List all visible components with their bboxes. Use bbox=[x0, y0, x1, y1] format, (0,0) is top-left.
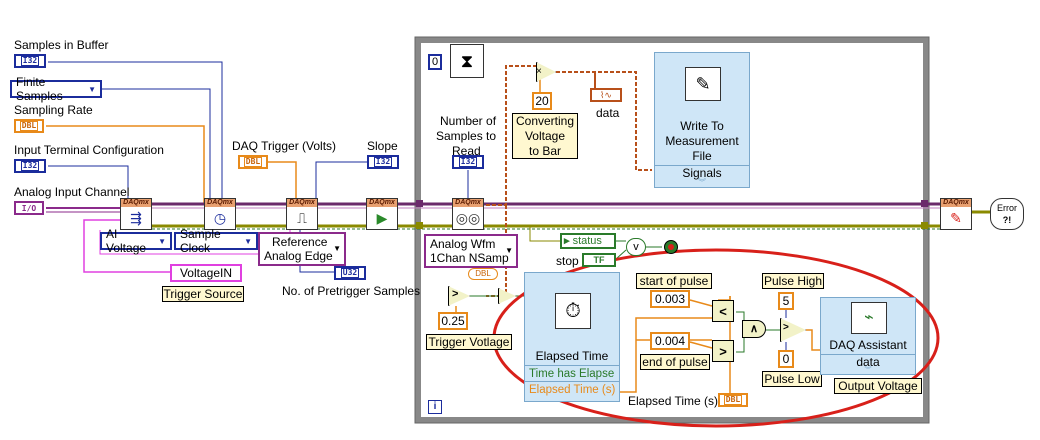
dropdown-arrow-icon: ▼ bbox=[88, 84, 96, 94]
slope-indicator[interactable]: I32 bbox=[367, 155, 399, 169]
stop-terminal-icon[interactable] bbox=[664, 240, 678, 254]
trigger-voltage-constant[interactable]: 0.25 bbox=[438, 312, 468, 330]
daq-data-terminal[interactable]: data bbox=[821, 354, 915, 369]
clock-icon: ◷ bbox=[213, 210, 227, 226]
output-voltage-label: Output Voltage bbox=[834, 378, 922, 394]
slope-label: Slope bbox=[367, 139, 398, 153]
select-icon: > bbox=[783, 322, 789, 333]
finite-samples-ring[interactable]: Finite Samples▼ bbox=[10, 75, 102, 103]
daqmx-clear-task-vi[interactable]: DAQmx ✎ bbox=[940, 198, 972, 230]
pulse-high-constant[interactable]: 5 bbox=[778, 292, 794, 310]
number-of-samples-label-2: Samples to bbox=[436, 129, 497, 143]
input-terminal-configuration-control[interactable]: I32 bbox=[14, 159, 46, 173]
stop-label: stop bbox=[556, 254, 579, 268]
samples-in-buffer-label: Samples in Buffer bbox=[14, 38, 109, 52]
pulse-low-label: Pulse Low bbox=[762, 371, 822, 387]
converting-voltage-comment: Converting Voltage to Bar bbox=[512, 113, 578, 159]
dropdown-arrow-icon: ▼ bbox=[333, 244, 341, 253]
greater-than-node-2[interactable]: > bbox=[712, 340, 734, 362]
daqmx-create-channel-vi[interactable]: DAQmx ⇶ bbox=[120, 198, 152, 230]
write-file-icon: ✎ bbox=[685, 67, 721, 101]
while-loop-frame bbox=[415, 37, 929, 423]
elapsed-time-indicator-label: Elapsed Time (s) bbox=[628, 394, 719, 408]
status-unbundle[interactable]: ▸ status bbox=[560, 233, 616, 249]
trigger-source-constant[interactable]: VoltageIN bbox=[170, 264, 242, 282]
pulse-high-label: Pulse High bbox=[762, 273, 824, 289]
pulse-low-constant[interactable]: 0 bbox=[778, 350, 794, 368]
dropdown-arrow-icon: ▼ bbox=[244, 236, 252, 246]
less-than-node[interactable]: < bbox=[712, 300, 734, 322]
expand-chevron-icon: ︾ bbox=[864, 367, 872, 374]
number-of-samples-label-3: Read bbox=[452, 144, 481, 158]
daq-assistant-vi[interactable]: ⌁ DAQ Assistant data ︾ bbox=[820, 297, 916, 375]
daq-assistant-icon: ⌁ bbox=[851, 302, 887, 334]
error-query-icon: ?! bbox=[1002, 215, 1012, 225]
sampling-rate-control[interactable]: DBL bbox=[14, 119, 44, 133]
wire-slope bbox=[315, 161, 370, 200]
sample-clock-selector[interactable]: Sample Clock▼ bbox=[174, 227, 258, 255]
samples-in-buffer-control[interactable]: I32 bbox=[14, 54, 46, 68]
stop-button-control[interactable]: TF bbox=[582, 253, 616, 267]
wire-sampling-rate bbox=[46, 125, 205, 205]
elapsed-time-vi[interactable]: ⏱ Elapsed Time Time has Elapse Elapsed T… bbox=[524, 272, 620, 402]
elapsed-time-s-terminal[interactable]: Elapsed Time (s) bbox=[525, 381, 619, 397]
expand-chevron-icon: ︾ bbox=[698, 178, 706, 187]
wire-input-terminal bbox=[48, 165, 129, 200]
number-of-samples-control[interactable]: I32 bbox=[452, 155, 484, 169]
data-waveform-indicator[interactable]: ⌇∿ bbox=[590, 88, 622, 102]
dropdown-arrow-icon: ▼ bbox=[158, 236, 166, 246]
loop-iteration-indicator: 0 bbox=[428, 54, 442, 70]
eraser-icon: ✎ bbox=[950, 210, 962, 226]
wire-finite-samples bbox=[102, 88, 211, 200]
elapsed-time-indicator[interactable]: DBL bbox=[718, 393, 748, 407]
wire-waveform bbox=[480, 65, 540, 206]
simple-error-handler-vi[interactable]: Error ?! bbox=[990, 198, 1024, 230]
end-of-pulse-label: end of pulse bbox=[640, 354, 710, 370]
loop-iteration-terminal: i bbox=[428, 400, 442, 414]
trigger-voltage-label: Trigger Votlage bbox=[426, 334, 512, 350]
greater-than-icon: > bbox=[452, 288, 459, 300]
read-glasses-icon: ◎◎ bbox=[455, 210, 481, 226]
wire-daq-trigger bbox=[268, 161, 297, 205]
analog-input-channel-label: Analog Input Channel bbox=[14, 185, 130, 199]
stopwatch-icon: ⏱ bbox=[555, 293, 591, 329]
daq-trigger-label: DAQ Trigger (Volts) bbox=[232, 139, 337, 153]
ai-voltage-selector[interactable]: AI Voltage▼ bbox=[100, 227, 172, 255]
and-node[interactable]: ∧ bbox=[742, 320, 766, 338]
sampling-rate-label: Sampling Rate bbox=[14, 103, 93, 117]
start-of-pulse-label: start of pulse bbox=[636, 273, 712, 289]
play-icon: ▶ bbox=[376, 210, 388, 226]
wait-timer-icon[interactable]: ⧗ bbox=[450, 44, 484, 78]
end-of-pulse-constant[interactable]: 0.004 bbox=[650, 332, 690, 350]
number-of-samples-label-1: Number of bbox=[440, 114, 497, 128]
wire-trigger-source bbox=[83, 219, 170, 273]
wire-samples-in-buffer bbox=[48, 61, 223, 200]
analog-input-channel-control[interactable]: I/O bbox=[14, 201, 44, 215]
daqmx-start-task-vi[interactable]: DAQmx ▶ bbox=[366, 198, 398, 230]
channel-icon: ⇶ bbox=[130, 210, 142, 226]
daqmx-timing-vi[interactable]: DAQmx ◷ bbox=[204, 198, 236, 230]
start-of-pulse-constant[interactable]: 0.003 bbox=[650, 290, 690, 308]
data-label: data bbox=[596, 106, 620, 120]
signals-terminal[interactable]: Signals bbox=[655, 165, 749, 180]
pretrigger-samples-control[interactable]: U32 bbox=[334, 266, 366, 280]
multiplier-constant[interactable]: 20 bbox=[532, 92, 552, 110]
or-node[interactable]: v bbox=[626, 238, 646, 256]
trigger-source-label: Trigger Source bbox=[162, 286, 244, 302]
daqmx-read-vi[interactable]: DAQmx ◎◎ bbox=[452, 198, 484, 230]
write-to-measurement-file-vi[interactable]: ✎ Write To Measurement File Signals ︾ bbox=[654, 52, 750, 188]
dropdown-arrow-icon: ▼ bbox=[505, 246, 513, 255]
analog-wfm-selector[interactable]: Analog Wfm 1Chan NSamp ▼ bbox=[424, 234, 518, 268]
pretrigger-samples-label: No. of Pretrigger Samples bbox=[282, 284, 421, 298]
input-terminal-configuration-label: Input Terminal Configuration bbox=[14, 143, 164, 157]
dbl-coercion-node: DBL bbox=[468, 268, 498, 280]
reference-analog-edge-selector[interactable]: Reference Analog Edge ▼ bbox=[258, 232, 346, 266]
trigger-edge-icon: ⎍ bbox=[297, 210, 307, 226]
multiply-icon: × bbox=[536, 66, 542, 77]
daqmx-trigger-vi[interactable]: DAQmx ⎍ bbox=[286, 198, 318, 230]
time-has-elapsed-terminal[interactable]: Time has Elapse bbox=[525, 365, 619, 381]
daq-trigger-control[interactable]: DBL bbox=[238, 155, 268, 169]
